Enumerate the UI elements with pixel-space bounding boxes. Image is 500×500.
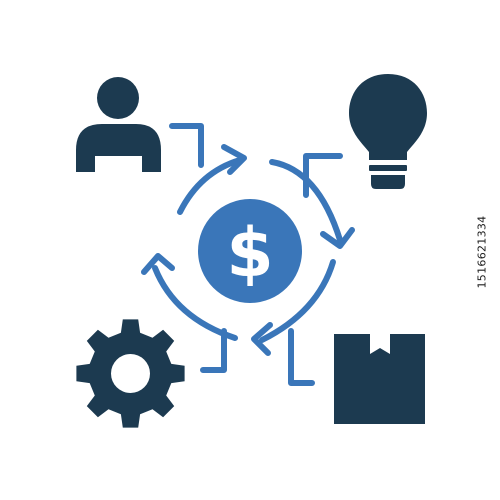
stock-watermark: 1516621334 [475, 215, 489, 289]
gear-icon [76, 319, 185, 428]
dollar-coin-icon [198, 199, 302, 303]
lightbulb-icon [349, 74, 427, 189]
box-icon [334, 334, 425, 424]
dollar-sign: $ [226, 214, 273, 293]
cycle-arrows-icon [141, 123, 355, 386]
user-icon [76, 77, 161, 172]
